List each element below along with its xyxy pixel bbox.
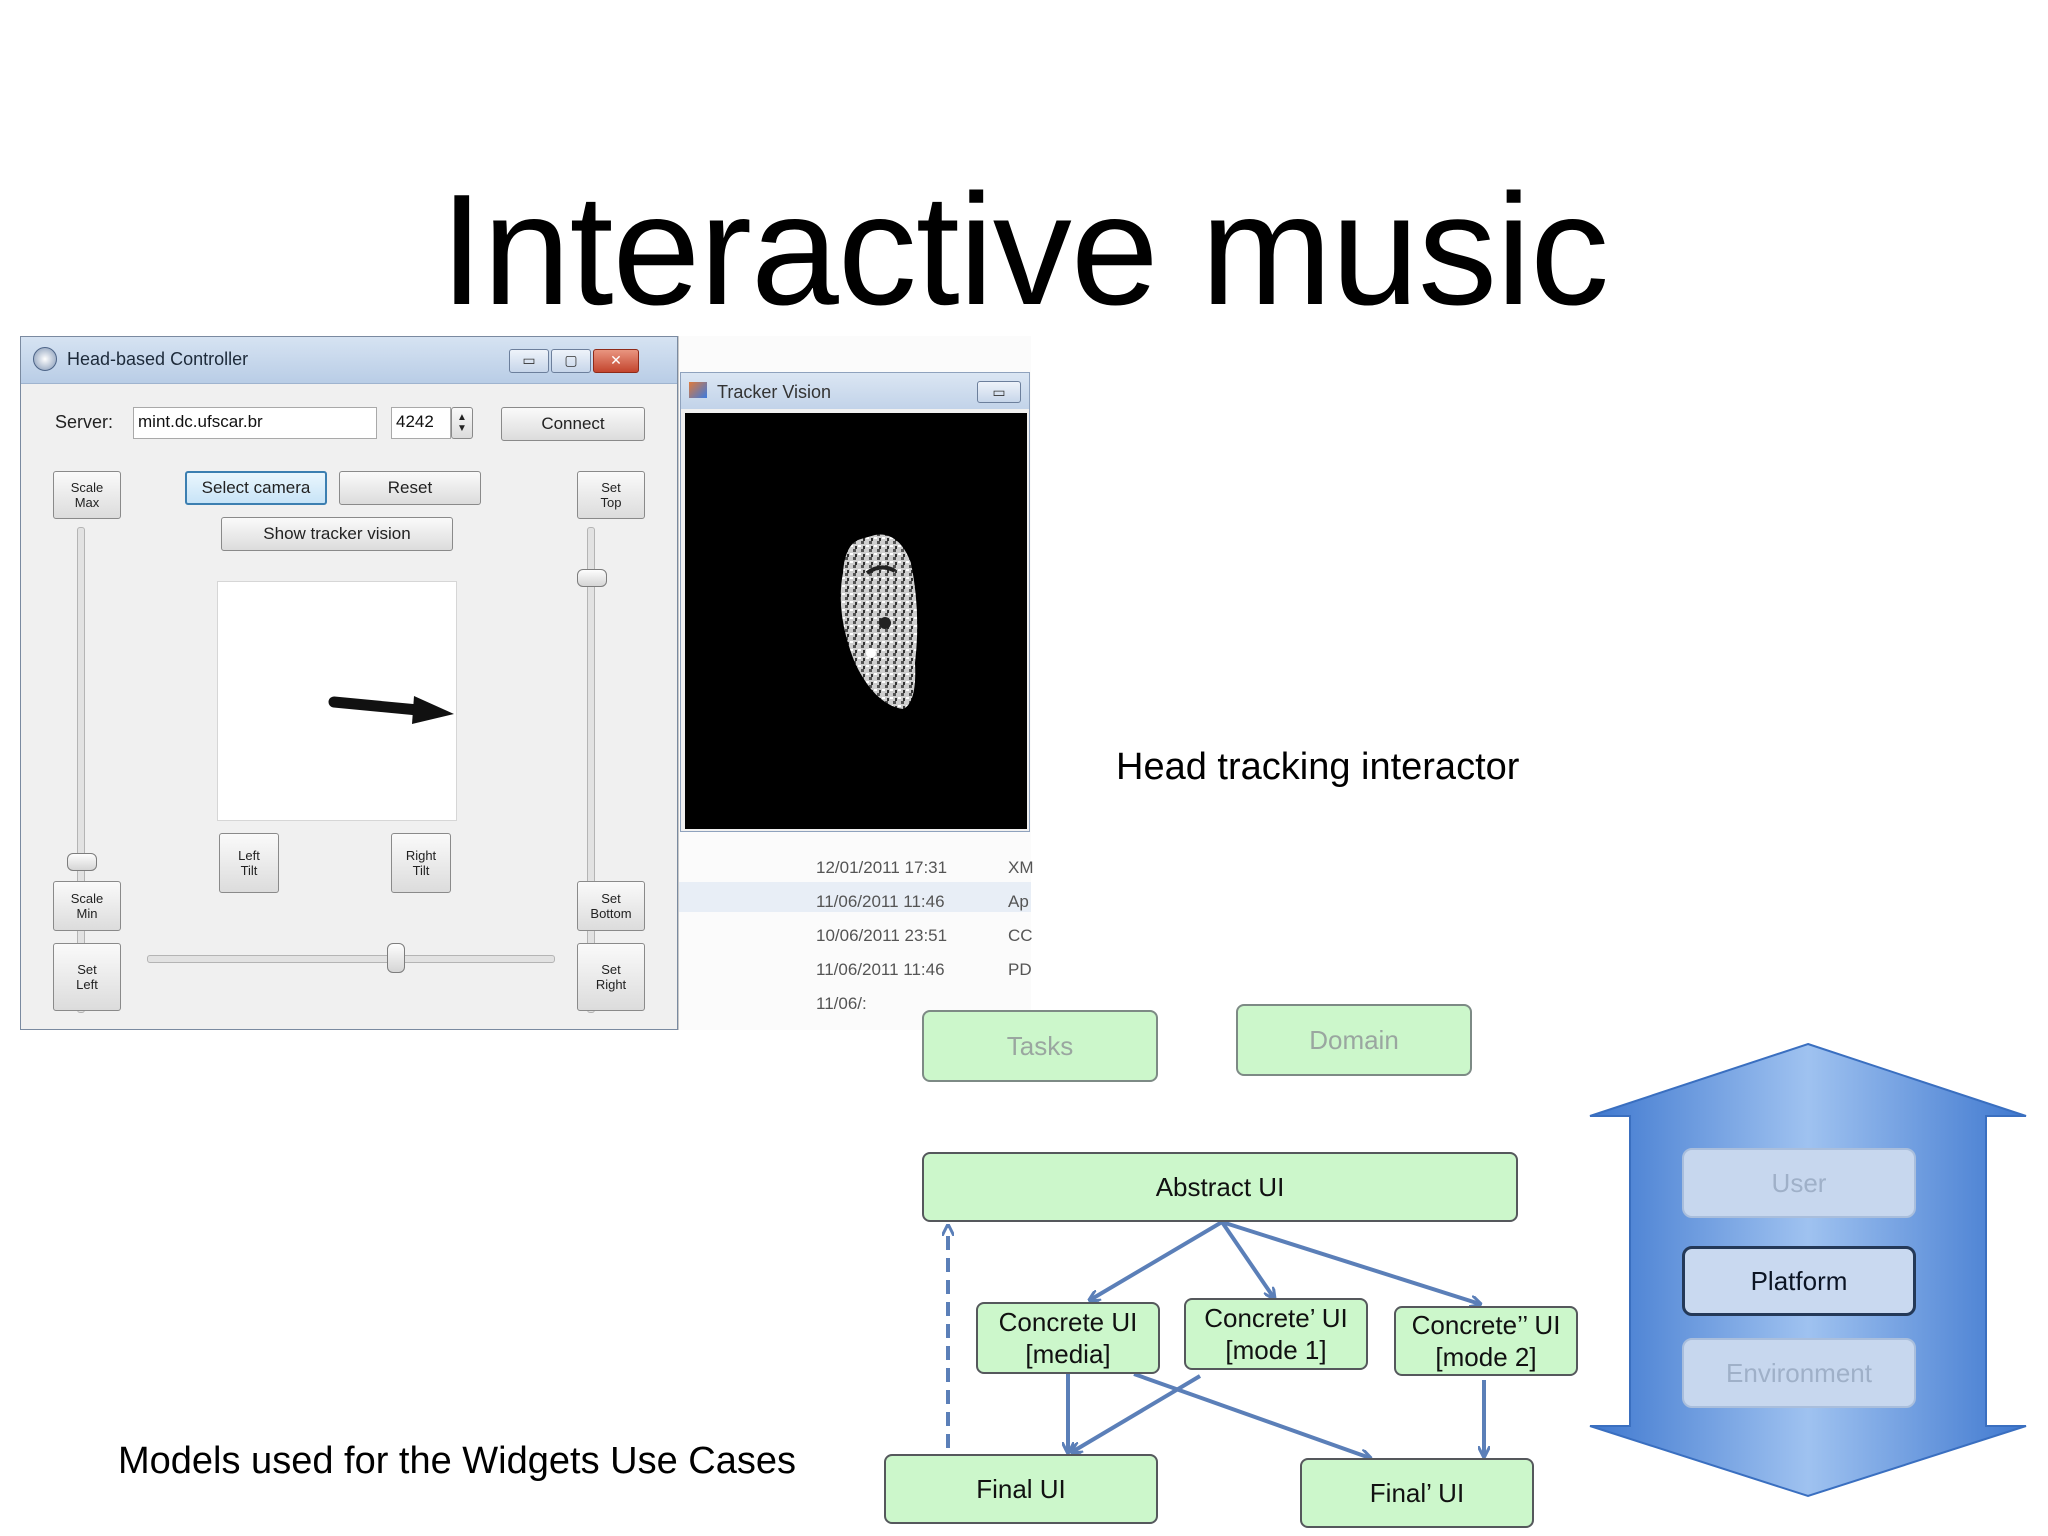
scale-min-line2: Min xyxy=(76,906,98,921)
tracker-titlebar[interactable]: Tracker Vision ▭ xyxy=(681,373,1029,409)
server-label: Server: xyxy=(55,412,114,432)
final-ui-box: Final UI xyxy=(884,1454,1158,1524)
left-tilt-button[interactable]: Left Tilt xyxy=(219,833,279,893)
scale-min-line1: Scale xyxy=(70,891,104,906)
reset-button[interactable]: Reset xyxy=(339,471,481,505)
file-row-date: 10/06/2011 23:51 xyxy=(816,926,948,945)
set-bottom-button[interactable]: Set Bottom xyxy=(577,881,645,931)
left-tilt-line1: Left xyxy=(238,848,260,863)
set-right-button[interactable]: Set Right xyxy=(577,943,645,1011)
head-tracking-caption: Head tracking interactor xyxy=(1116,746,1520,788)
final-ui-prime-box: Final’ UI xyxy=(1300,1458,1534,1528)
file-row-type: CC xyxy=(1008,926,1033,945)
set-top-line2: Top xyxy=(600,495,622,510)
set-bottom-line1: Set xyxy=(601,891,621,906)
models-caption: Models used for the Widgets Use Cases xyxy=(118,1440,796,1482)
concrete-mode1-line2: [mode 1] xyxy=(1225,1335,1327,1365)
direction-arrow-icon xyxy=(328,696,454,724)
user-context-box: User xyxy=(1682,1148,1916,1218)
right-tilt-line2: Tilt xyxy=(412,863,430,878)
abstract-ui-box: Abstract UI xyxy=(922,1152,1518,1222)
concrete-mode2-line2: [mode 2] xyxy=(1435,1342,1537,1372)
app-icon xyxy=(33,347,57,371)
concrete-ui-media-box: Concrete UI [media] xyxy=(976,1302,1160,1374)
file-row-type: XM xyxy=(1008,858,1034,877)
scale-max-line2: Max xyxy=(74,495,100,510)
face-silhouette-icon xyxy=(840,534,918,709)
minimize-icon[interactable]: ▭ xyxy=(509,349,549,373)
concrete-mode1-line1: Concrete’ UI xyxy=(1204,1303,1348,1333)
set-left-button[interactable]: Set Left xyxy=(53,943,121,1011)
left-tilt-line2: Tilt xyxy=(240,863,258,878)
show-tracker-vision-button[interactable]: Show tracker vision xyxy=(221,517,453,551)
file-row-date: 11/06/2011 11:46 xyxy=(816,960,945,979)
right-tilt-line1: Right xyxy=(405,848,437,863)
vertical-position-slider-thumb[interactable] xyxy=(577,569,607,587)
right-tilt-button[interactable]: Right Tilt xyxy=(391,833,451,893)
domain-box: Domain xyxy=(1236,1004,1472,1076)
scale-slider-thumb[interactable] xyxy=(67,853,97,871)
set-right-line2: Right xyxy=(595,977,627,992)
concrete-media-line1: Concrete UI xyxy=(998,1307,1138,1337)
file-row-date: 12/01/2011 17:31 xyxy=(816,858,948,877)
connect-button[interactable]: Connect xyxy=(501,407,645,441)
maximize-icon[interactable]: ▢ xyxy=(551,349,591,373)
tracker-window-title: Tracker Vision xyxy=(717,382,832,402)
close-icon[interactable]: ✕ xyxy=(593,349,639,373)
set-bottom-line2: Bottom xyxy=(590,906,632,921)
scale-min-button[interactable]: Scale Min xyxy=(53,881,121,931)
concrete-mode2-line1: Concrete’’ UI xyxy=(1411,1310,1561,1340)
vertical-position-slider-track[interactable] xyxy=(587,527,595,1013)
set-right-line1: Set xyxy=(601,962,621,977)
tracker-minimize-icon[interactable]: ▭ xyxy=(977,381,1021,403)
file-row-type: PD xyxy=(1008,960,1032,979)
scale-max-button[interactable]: Scale Max xyxy=(53,471,121,519)
port-input[interactable]: 4242 xyxy=(391,407,451,439)
scale-max-line1: Scale xyxy=(70,480,104,495)
scale-slider-track[interactable] xyxy=(77,527,85,1013)
window-titlebar[interactable]: Head-based Controller ▭ ▢ ✕ xyxy=(21,337,677,384)
explorer-file-list xyxy=(679,836,1031,1030)
file-row-highlight xyxy=(679,882,1031,912)
direction-canvas xyxy=(217,581,457,821)
concrete-ui-mode1-box: Concrete’ UI [mode 1] xyxy=(1184,1298,1368,1370)
tracker-vision-window: Tracker Vision ▭ xyxy=(680,372,1030,832)
concrete-media-line2: [media] xyxy=(1025,1339,1111,1369)
window-title: Head-based Controller xyxy=(67,349,249,369)
tracker-app-icon xyxy=(689,382,707,398)
port-stepper[interactable]: ▲▼ xyxy=(451,407,473,439)
horizontal-position-slider-track[interactable] xyxy=(147,955,555,963)
concrete-ui-mode2-box: Concrete’’ UI [mode 2] xyxy=(1394,1306,1578,1376)
file-row-date: 11/06/: xyxy=(816,994,867,1013)
tracker-video-feed xyxy=(685,413,1027,829)
set-left-line1: Set xyxy=(77,962,97,977)
select-camera-button[interactable]: Select camera xyxy=(185,471,327,505)
file-row-type: Ap xyxy=(1008,892,1029,911)
horizontal-position-slider-thumb[interactable] xyxy=(387,943,405,973)
environment-context-box: Environment xyxy=(1682,1338,1916,1408)
set-top-button[interactable]: Set Top xyxy=(577,471,645,519)
head-controller-window: Head-based Controller ▭ ▢ ✕ Server: mint… xyxy=(20,336,678,1030)
slide-title: Interactive music xyxy=(439,162,1609,338)
server-input[interactable]: mint.dc.ufscar.br xyxy=(133,407,377,439)
platform-context-box: Platform xyxy=(1682,1246,1916,1316)
file-row-date: 11/06/2011 11:46 xyxy=(816,892,945,911)
set-left-line2: Left xyxy=(76,977,98,992)
tasks-box: Tasks xyxy=(922,1010,1158,1082)
set-top-line1: Set xyxy=(601,480,621,495)
